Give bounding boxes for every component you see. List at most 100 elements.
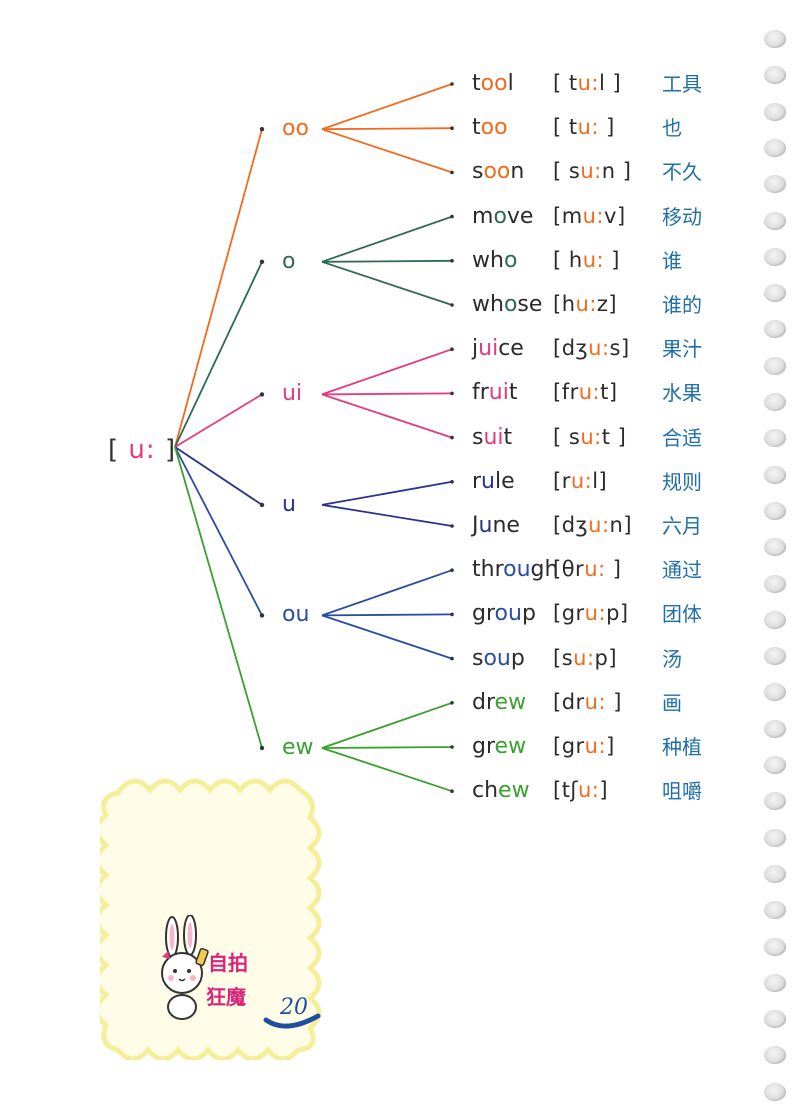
branch-dot-oo xyxy=(259,127,265,132)
phonetic-transcription: [ hu: ] xyxy=(553,249,620,271)
root-close-bracket: ] xyxy=(164,435,177,465)
chinese-meaning: 画 xyxy=(662,690,682,715)
word-highlight: ui xyxy=(488,380,509,406)
binding-ring xyxy=(764,247,786,266)
phonetic-transcription: [θru: ] xyxy=(553,559,621,580)
word: chew xyxy=(472,780,530,802)
binding-ring xyxy=(764,429,786,448)
ipa-suffix: p] xyxy=(606,601,629,626)
ipa-prefix: [dʒ xyxy=(553,513,589,537)
word-highlight: oo xyxy=(480,71,508,96)
binding-ring xyxy=(764,356,786,375)
branch-dot-ew xyxy=(259,745,265,751)
chinese-meaning: 工具 xyxy=(662,72,702,96)
binding-ring xyxy=(764,66,786,85)
chinese-meaning: 通过 xyxy=(662,558,702,583)
ipa-prefix: [m xyxy=(553,203,583,228)
word: who xyxy=(472,249,517,272)
word: grew xyxy=(472,736,526,758)
word-suffix: ve xyxy=(506,203,534,229)
branch-to-word-line xyxy=(321,480,453,506)
ipa-highlight: u: xyxy=(584,557,606,582)
ipa-prefix: [ s xyxy=(553,424,581,449)
ipa-suffix: n ] xyxy=(601,159,632,184)
word-highlight: ui xyxy=(478,336,499,362)
branch-to-word-line xyxy=(321,504,453,527)
word-prefix: m xyxy=(472,203,494,229)
word-dot xyxy=(450,391,454,396)
word-dot xyxy=(450,347,454,352)
ipa-prefix: [ s xyxy=(553,159,581,184)
word-suffix: ne xyxy=(492,513,520,538)
ipa-highlight: u: xyxy=(588,336,610,361)
binding-ring xyxy=(764,538,786,557)
ipa-highlight: u: xyxy=(575,292,597,316)
word-highlight: ou xyxy=(494,601,522,627)
word-dot xyxy=(450,612,454,617)
phonetic-transcription: [fru:t] xyxy=(553,382,618,403)
ipa-prefix: [gr xyxy=(553,601,585,626)
ipa-suffix: l ] xyxy=(599,71,622,95)
ipa-prefix: [fr xyxy=(553,380,579,405)
branch-dot-ou xyxy=(259,613,265,618)
chinese-meaning: 不久 xyxy=(662,160,702,185)
ipa-suffix: ] xyxy=(606,689,622,714)
word-prefix: fr xyxy=(472,380,489,406)
ipa-highlight: u: xyxy=(584,689,607,714)
word: move xyxy=(472,203,534,229)
ipa-highlight: u: xyxy=(577,115,599,140)
binding-ring xyxy=(764,1010,786,1029)
chinese-meaning: 种植 xyxy=(662,735,702,759)
binding-ring xyxy=(764,501,786,520)
binding-ring xyxy=(764,393,786,411)
word-suffix: t xyxy=(508,380,518,406)
binding-ring xyxy=(764,138,786,157)
branch-to-word-line xyxy=(321,127,453,131)
word: juice xyxy=(472,338,524,360)
chinese-meaning: 合适 xyxy=(662,425,702,450)
ipa-prefix: [ t xyxy=(553,71,578,95)
word-dot xyxy=(450,789,454,793)
word: soup xyxy=(472,645,525,671)
phonetic-transcription: [tʃu:] xyxy=(553,780,608,801)
binding-ring xyxy=(764,465,786,484)
word: too xyxy=(472,117,508,139)
word-dot xyxy=(450,524,454,528)
chinese-meaning: 汤 xyxy=(662,646,682,671)
ipa-suffix: t ] xyxy=(601,424,627,449)
word-highlight: oo xyxy=(483,159,511,185)
phonetic-transcription: [dʒu:n] xyxy=(553,515,632,536)
word-suffix: ce xyxy=(498,336,524,362)
root-to-branch-line-ou xyxy=(174,446,263,616)
word-prefix: wh xyxy=(472,292,504,317)
ipa-highlight: u: xyxy=(588,513,610,537)
word-prefix: J xyxy=(472,513,479,538)
logo-text-line1: 自拍 xyxy=(208,951,248,975)
binding-ring xyxy=(764,211,786,230)
binding-ring xyxy=(764,756,786,774)
root-sound: [ u: ] xyxy=(108,437,176,463)
word-suffix: l xyxy=(507,71,514,96)
word-dot xyxy=(450,214,454,219)
chinese-meaning: 果汁 xyxy=(662,337,702,362)
chinese-meaning: 团体 xyxy=(662,602,702,627)
binding-ring xyxy=(764,30,786,48)
word-dot xyxy=(450,568,454,572)
page-number-swoosh xyxy=(263,1013,321,1029)
root-open-bracket: [ xyxy=(108,435,120,465)
word-highlight: ew xyxy=(494,689,527,715)
ipa-suffix: ] xyxy=(599,778,609,803)
word-suffix: p xyxy=(521,601,536,627)
ipa-highlight: u: xyxy=(584,601,607,626)
phonetic-transcription: [ su:t ] xyxy=(553,424,627,449)
branch-label-oo: oo xyxy=(282,116,309,142)
ipa-prefix: [gr xyxy=(553,734,585,758)
root-to-branch-line-ui xyxy=(174,393,263,448)
word-dot xyxy=(450,126,454,130)
ipa-highlight: u: xyxy=(573,645,595,670)
ipa-suffix: s] xyxy=(609,336,630,361)
word-highlight: ou xyxy=(483,645,511,671)
word-prefix: s xyxy=(472,424,484,450)
branch-label-u: u xyxy=(282,491,296,517)
word-dot xyxy=(450,170,454,175)
